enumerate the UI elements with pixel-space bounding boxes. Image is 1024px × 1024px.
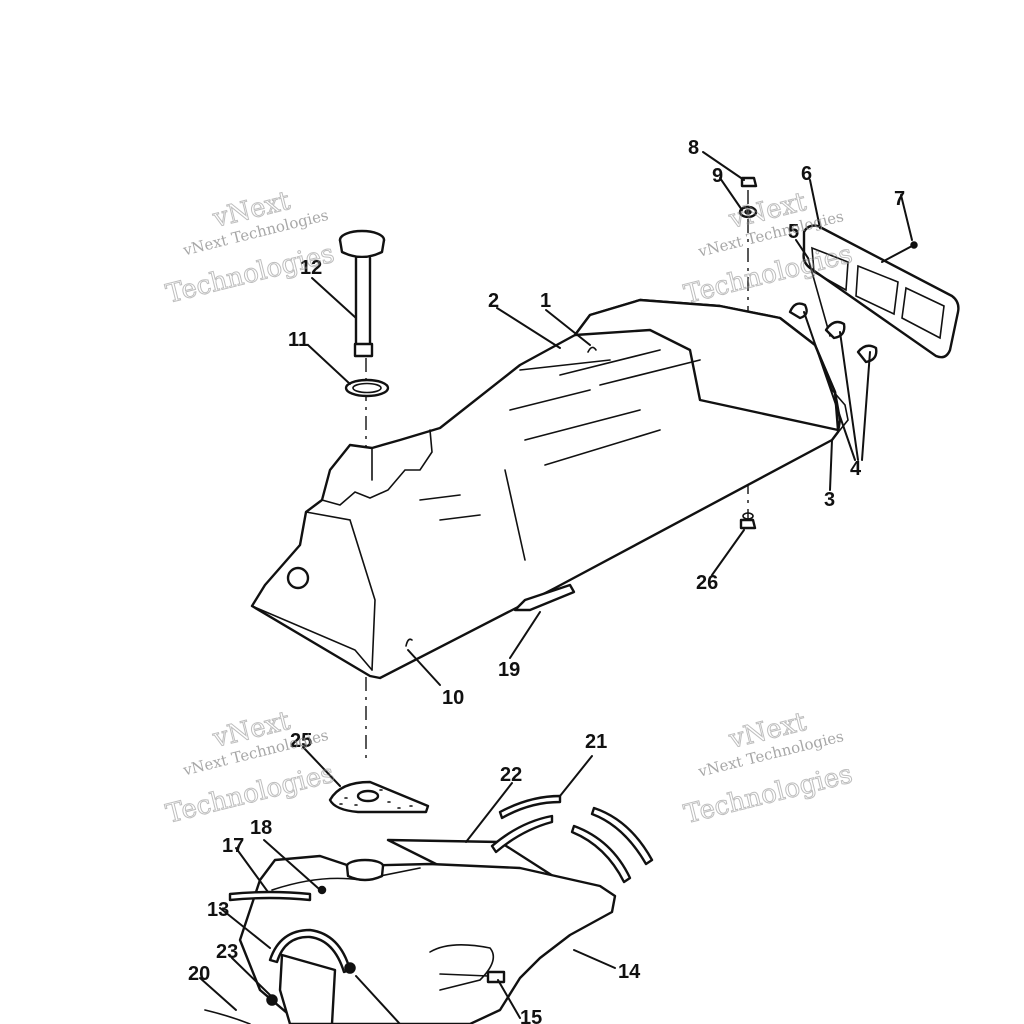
hose-17[interactable] bbox=[228, 890, 312, 902]
callout-6: 6 bbox=[801, 163, 812, 185]
watermark-bottom-right: vNext vNext Technologies Technologies bbox=[681, 706, 856, 830]
sender-15[interactable] bbox=[344, 962, 506, 984]
rivet-1 bbox=[587, 346, 597, 353]
callout-22: 22 bbox=[500, 764, 522, 786]
cover-round-hole bbox=[286, 566, 310, 590]
cover-torn-edge bbox=[321, 429, 433, 506]
cover-front-ridge bbox=[305, 511, 376, 671]
callout-5: 5 bbox=[788, 221, 799, 243]
callout-19: 19 bbox=[498, 659, 520, 681]
bracket-23[interactable] bbox=[266, 953, 337, 1024]
callout-21: 21 bbox=[585, 731, 607, 753]
clamp-13[interactable] bbox=[268, 928, 352, 974]
foam-pad-25[interactable] bbox=[328, 780, 430, 814]
callout-11: 11 bbox=[288, 329, 309, 351]
callout-1: 1 bbox=[540, 290, 551, 312]
cover-front-face bbox=[251, 605, 373, 671]
nut-26[interactable] bbox=[739, 512, 757, 530]
cover-surface-lines bbox=[419, 349, 701, 521]
nut-8[interactable] bbox=[740, 176, 758, 188]
seat-cover-assembly[interactable] bbox=[250, 298, 849, 680]
callout-13: 13 bbox=[207, 899, 229, 921]
callout-14: 14 bbox=[618, 961, 641, 983]
callout-25: 25 bbox=[290, 730, 312, 752]
callout-15: 15 bbox=[520, 1007, 542, 1024]
callout-18: 18 bbox=[250, 817, 272, 839]
callout-labels: 1 2 3 4 5 6 7 8 9 10 11 12 13 14 15 17 1… bbox=[188, 137, 905, 1024]
seat-cushion-top bbox=[573, 298, 840, 432]
callout-20: 20 bbox=[188, 963, 210, 985]
gasket-5[interactable] bbox=[807, 257, 831, 337]
fuel-line-20[interactable] bbox=[204, 1009, 251, 1024]
callout-23: 23 bbox=[216, 941, 238, 963]
gasket-ring-11[interactable] bbox=[344, 378, 390, 398]
callout-12: 12 bbox=[300, 257, 322, 279]
gas-cap-12[interactable] bbox=[338, 229, 386, 358]
callout-2: 2 bbox=[488, 290, 499, 312]
callout-4: 4 bbox=[850, 458, 862, 480]
seat-strap-19[interactable] bbox=[513, 583, 576, 612]
callout-10: 10 bbox=[442, 687, 464, 709]
callout-8: 8 bbox=[688, 137, 699, 159]
screw-7[interactable] bbox=[881, 241, 918, 263]
callout-7: 7 bbox=[894, 188, 905, 210]
callout-17: 17 bbox=[222, 835, 244, 857]
watermark-bottom-left: vNext vNext Technologies Technologies bbox=[163, 705, 338, 830]
leader-lines bbox=[199, 151, 913, 1024]
fitting-18[interactable] bbox=[317, 885, 327, 895]
callout-26: 26 bbox=[696, 572, 718, 594]
callout-3: 3 bbox=[824, 489, 835, 511]
rubber-strips-21[interactable] bbox=[490, 794, 654, 884]
taillight-bezel-6[interactable] bbox=[802, 224, 960, 359]
cover-side-crease bbox=[504, 469, 526, 561]
watermark-top-right: vNext vNext Technologies Technologies bbox=[681, 186, 856, 310]
rivet-10 bbox=[405, 638, 413, 647]
washer-9[interactable] bbox=[738, 205, 758, 219]
watermark-top-left: vNext vNext Technologies Technologies bbox=[163, 185, 338, 310]
callout-9: 9 bbox=[712, 165, 723, 187]
